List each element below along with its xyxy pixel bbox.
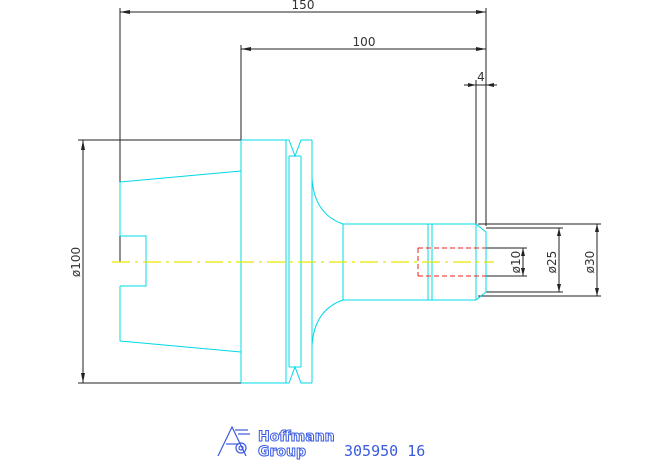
company-logo: Hoffmann Group [217, 425, 335, 460]
hidden-bore [417, 247, 486, 277]
dim-bore-diameter: ø10 [509, 251, 523, 274]
part-outline [119, 139, 487, 384]
dim-end-step: 4 [477, 70, 485, 84]
logo-line1: Hoffmann [258, 429, 335, 445]
logo-line2: Group [258, 444, 306, 460]
part-number: 305950 16 [344, 442, 425, 460]
dimension-lines [78, 8, 601, 384]
dim-neck-diameter: ø25 [545, 251, 559, 274]
dim-overall-length: 150 [292, 0, 315, 12]
dim-flange-diameter: ø100 [69, 247, 83, 277]
logo-mark-icon [217, 425, 250, 457]
dimension-arrows [81, 10, 599, 383]
dim-end-diameter: ø30 [583, 251, 597, 274]
dim-shank-length: 100 [353, 35, 376, 49]
